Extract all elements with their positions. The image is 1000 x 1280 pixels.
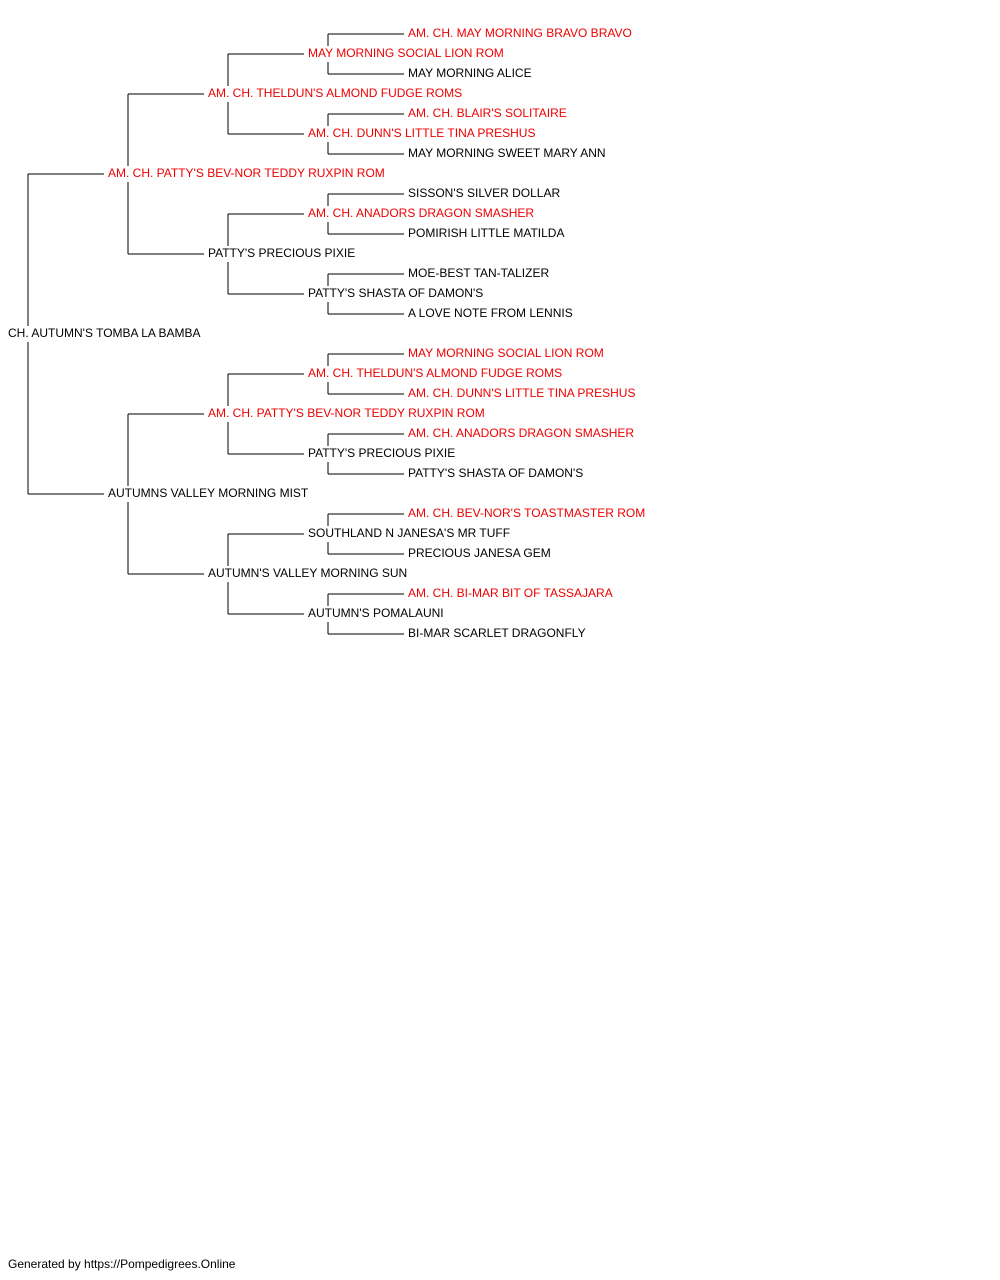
dog-name: MOE-BEST TAN-TALIZER	[408, 266, 549, 280]
dog-name: MAY MORNING SOCIAL LION ROM	[308, 46, 504, 60]
dog-name: A LOVE NOTE FROM LENNIS	[408, 306, 573, 320]
dog-name: AM. CH. PATTY'S BEV-NOR TEDDY RUXPIN ROM	[108, 166, 385, 180]
footer-credit: Generated by https://Pompedigrees.Online	[8, 1257, 236, 1271]
dog-name: AM. CH. DUNN'S LITTLE TINA PRESHUS	[408, 386, 635, 400]
dog-name: AM. CH. BLAIR'S SOLITAIRE	[408, 106, 567, 120]
dog-name: CH. AUTUMN'S TOMBA LA BAMBA	[8, 326, 201, 340]
dog-name: PATTY'S SHASTA OF DAMON'S	[408, 466, 583, 480]
dog-name: PATTY'S SHASTA OF DAMON'S	[308, 286, 483, 300]
dog-name: AM. CH. MAY MORNING BRAVO BRAVO	[408, 26, 632, 40]
dog-name: AUTUMN'S POMALAUNI	[308, 606, 444, 620]
dog-name: MAY MORNING SOCIAL LION ROM	[408, 346, 604, 360]
dog-name: BI-MAR SCARLET DRAGONFLY	[408, 626, 586, 640]
dog-name: AUTUMN'S VALLEY MORNING SUN	[208, 566, 407, 580]
dog-name: AUTUMNS VALLEY MORNING MIST	[108, 486, 309, 500]
dog-name: SOUTHLAND N JANESA'S MR TUFF	[308, 526, 510, 540]
dog-name: AM. CH. DUNN'S LITTLE TINA PRESHUS	[308, 126, 535, 140]
dog-name: PATTY'S PRECIOUS PIXIE	[308, 446, 455, 460]
dog-name: AM. CH. THELDUN'S ALMOND FUDGE ROMS	[208, 86, 462, 100]
dog-name: AM. CH. THELDUN'S ALMOND FUDGE ROMS	[308, 366, 562, 380]
pedigree-tree: CH. AUTUMN'S TOMBA LA BAMBA AM. CH. PATTY…	[8, 26, 645, 640]
dog-name: AM. CH. BI-MAR BIT OF TASSAJARA	[408, 586, 613, 600]
dog-name: POMIRISH LITTLE MATILDA	[408, 226, 564, 240]
dog-name: AM. CH. ANADORS DRAGON SMASHER	[308, 206, 534, 220]
dog-name: MAY MORNING ALICE	[408, 66, 532, 80]
dog-name: PATTY'S PRECIOUS PIXIE	[208, 246, 355, 260]
dog-name: AM. CH. ANADORS DRAGON SMASHER	[408, 426, 634, 440]
dog-name: PRECIOUS JANESA GEM	[408, 546, 551, 560]
dog-name: AM. CH. PATTY'S BEV-NOR TEDDY RUXPIN ROM	[208, 406, 485, 420]
dog-name: SISSON'S SILVER DOLLAR	[408, 186, 560, 200]
dog-name: MAY MORNING SWEET MARY ANN	[408, 146, 606, 160]
dog-name: AM. CH. BEV-NOR'S TOASTMASTER ROM	[408, 506, 645, 520]
